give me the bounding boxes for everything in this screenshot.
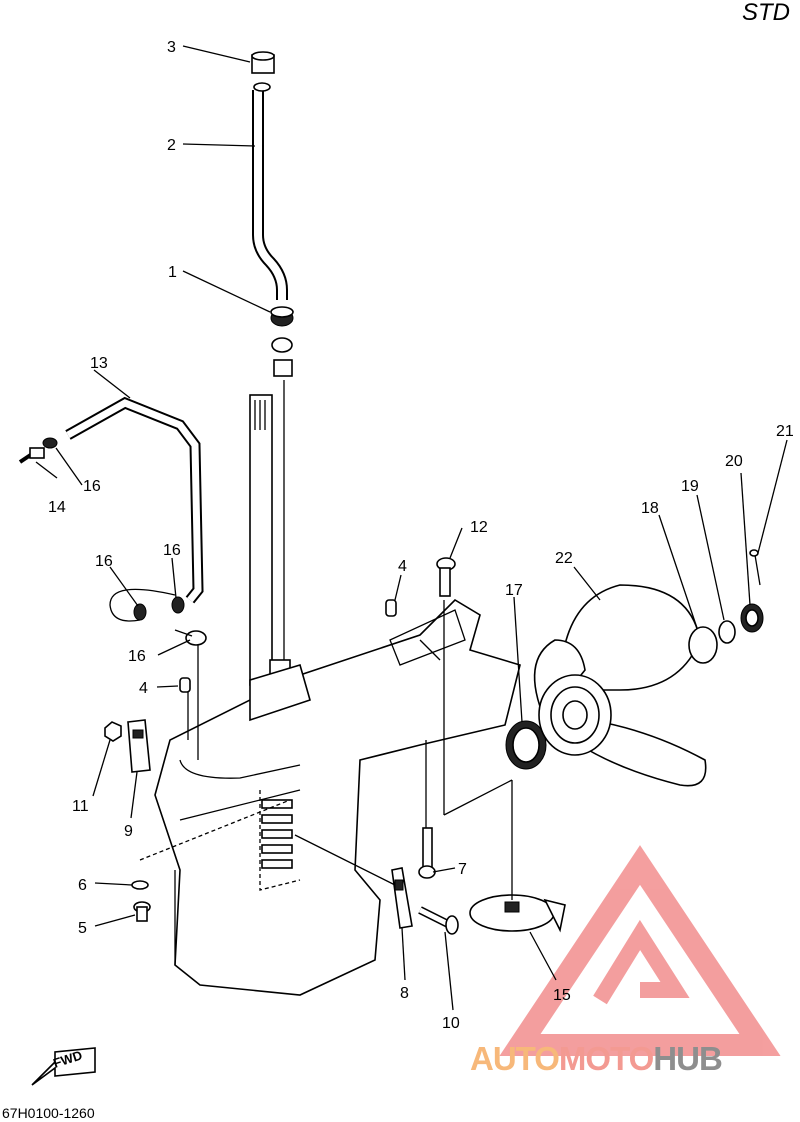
callout-3: 3: [167, 39, 176, 56]
callout-20: 20: [725, 453, 743, 470]
bolt-7: [418, 827, 436, 879]
callout-22: 22: [555, 550, 573, 567]
watermark-hub: HUB: [653, 1040, 722, 1077]
callout-18: 18: [641, 500, 659, 517]
water-tube: [252, 82, 288, 300]
washer-6: [131, 880, 149, 890]
thrust-seal: [505, 720, 547, 770]
watermark-auto: AUTO: [470, 1040, 559, 1077]
dowel-pins: [179, 599, 397, 693]
callout-4-b: 4: [139, 680, 148, 697]
bolt-13: [436, 557, 456, 597]
leader-lines: [35, 45, 788, 1011]
callout-10: 10: [442, 1015, 460, 1032]
callout-15: 14: [48, 499, 66, 516]
anti-cavitation-plate: [469, 894, 566, 933]
callout-16-d: 16: [128, 648, 146, 665]
callout-14: 13: [90, 355, 108, 372]
hose-fitting-15: [18, 447, 45, 464]
callout-4-a: 4: [398, 558, 407, 575]
callout-6: 6: [78, 877, 87, 894]
tube-cap: [251, 51, 275, 74]
flush-hose: [65, 396, 204, 622]
tube-grommets: [270, 306, 294, 377]
callout-7: 7: [458, 861, 467, 878]
spacer-18: [688, 626, 718, 664]
watermark-text: AUTOMOTOHUB: [470, 1040, 722, 1077]
callout-16-a: 16: [83, 478, 101, 495]
clip-16c: [171, 596, 185, 614]
callout-11: 11: [72, 798, 89, 815]
callouts: 3 2 1 13 16 14 16 16 16 4 4 12 17 22 18 …: [48, 39, 794, 1032]
watermark-logo: [499, 845, 781, 1056]
callout-21: 21: [776, 423, 794, 440]
cotter-pin-21: [749, 549, 761, 586]
variant-label: STD: [742, 0, 790, 26]
drive-shaft: [249, 380, 291, 691]
callout-16-b: 16: [95, 553, 113, 570]
callout-12: 15: [553, 987, 571, 1004]
fwd-arrow-icon: FWD: [31, 1047, 96, 1086]
drawing-code: 67H0100-1260: [2, 1105, 95, 1121]
callout-5: 5: [78, 920, 87, 937]
callout-17: 17: [505, 582, 523, 599]
nut-20: [740, 603, 764, 633]
callout-13: 12: [470, 519, 488, 536]
callout-8: 8: [400, 985, 409, 1002]
callout-1: 1: [168, 264, 177, 281]
callout-9: 9: [124, 823, 133, 840]
bolt-10: [418, 906, 459, 935]
anode-8: [391, 867, 413, 929]
nut-11: [104, 721, 122, 742]
clip-16b: [133, 603, 147, 621]
lower-casing: [154, 598, 521, 996]
propeller: [533, 584, 707, 787]
callout-2: 2: [167, 137, 176, 154]
callout-19: 19: [681, 478, 699, 495]
watermark-moto: MOTO: [559, 1040, 654, 1077]
washer-19: [718, 620, 736, 644]
bolt-5: [133, 901, 151, 922]
clip-16a: [42, 437, 58, 449]
anode-9: [127, 719, 151, 773]
callout-16-c: 16: [163, 542, 181, 559]
clip-16d: [174, 629, 207, 646]
